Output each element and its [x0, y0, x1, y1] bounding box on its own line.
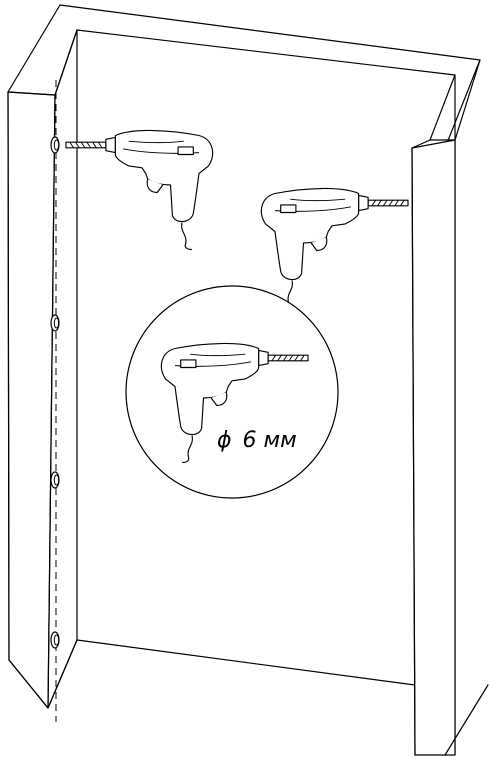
drill-icon: [65, 129, 214, 251]
drill-icon: [260, 187, 409, 309]
shelf-holes: [50, 136, 60, 649]
drill-diameter-label: ϕ 6 мм: [217, 428, 297, 453]
diameter-value: 6 мм: [243, 428, 297, 453]
top-panel: [7, 4, 481, 149]
detail-circle: [125, 285, 339, 499]
diameter-symbol: ϕ: [217, 428, 232, 453]
hole: [50, 631, 60, 649]
left-side-panel: [7, 29, 78, 722]
hole: [50, 471, 60, 489]
bottom-panel: [47, 639, 78, 709]
hole: [50, 136, 60, 154]
cabinet-body: [7, 4, 489, 756]
hole: [50, 314, 60, 332]
detail-callout: ϕ 6 мм: [125, 285, 339, 499]
right-side-panel: [411, 59, 489, 756]
